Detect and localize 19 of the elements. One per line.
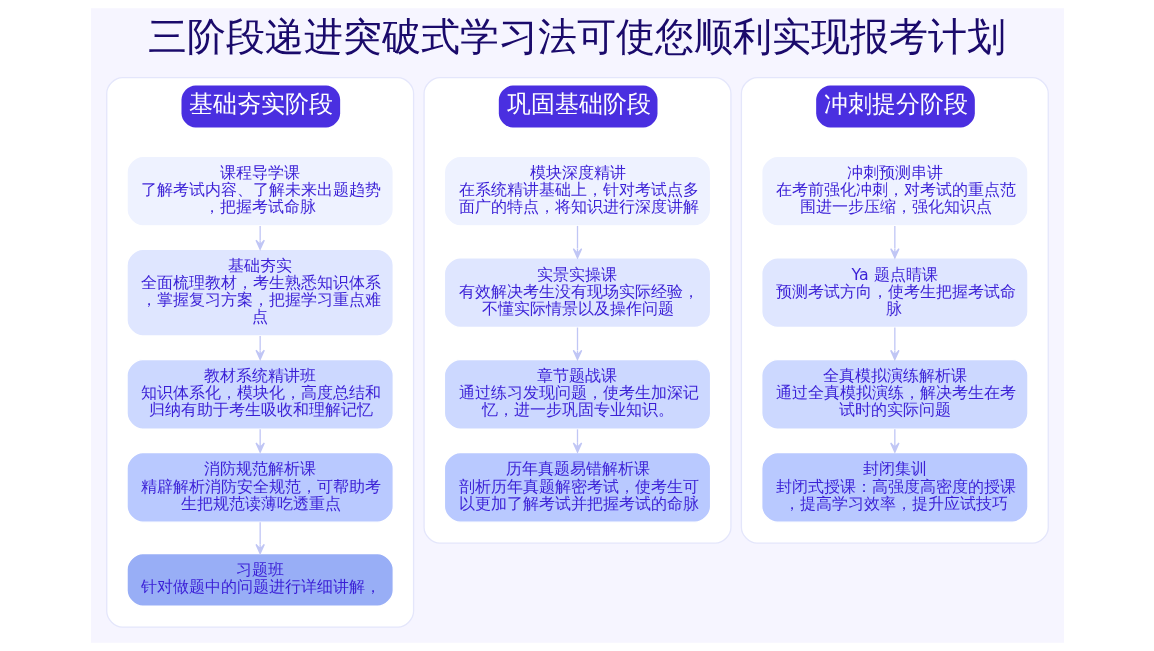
node-box: 全真模拟演练解析课 通过全真模拟演练，解决考生在考试时的实际问题 xyxy=(760,358,1029,430)
arrow xyxy=(572,225,582,259)
arrow xyxy=(889,225,900,259)
node-box: Ya 题点睛课 预测考试方向，使考生把握考试命脉 xyxy=(760,257,1029,329)
node-box: 模块深度精讲 在系统精讲基础上，针对考试点多面广的特点，将知识进行深度讲解 xyxy=(443,155,711,227)
node-box: 冲刺预测串讲 在考前强化冲刺，对考试的重点范围进一步压缩，强化知识点 xyxy=(760,155,1029,227)
node-box: 课程导学课 了解考试内容、了解未来出题趋势，把握考试命脉 xyxy=(125,155,394,227)
node-box: 历年真题易错解析课 剖析历年真题解密考试，使考生可以更加了解考试并把握考试的命脉 xyxy=(443,452,711,523)
node-box: 封闭集训 封闭式授课：高强度高密度的授课，提高学习效率，提升应试技巧 xyxy=(760,452,1029,523)
node-box: 消防规范解析课 精辟解析消防安全规范，可帮助考生把规范读薄吃透重点 xyxy=(125,452,394,523)
diagram-title: 三阶段递进突破式学习法可使您顺利实现报考计划 xyxy=(148,13,1006,60)
arrow xyxy=(254,521,265,555)
arrow xyxy=(572,326,582,361)
node-box: 基础夯实 全面梳理教材，考生熟悉知识体系，掌握复习方案，把握学习重点难点 xyxy=(125,248,394,337)
node-box: 习题班 针对做题中的问题进行详细讲解， xyxy=(125,553,394,607)
node-box: 教材系统精讲班 知识体系化，模块化，高度总结和归纳有助于考生吸收和理解记忆 xyxy=(125,358,394,430)
node-box: 实景实操课 有效解决考生没有现场实际经验，不懂实际情景以及操作问题 xyxy=(443,257,711,329)
arrow xyxy=(889,326,900,361)
node-box: 章节题战课 通过练习发现问题，使考生加深记忆，进一步巩固专业知识。 xyxy=(443,358,711,430)
